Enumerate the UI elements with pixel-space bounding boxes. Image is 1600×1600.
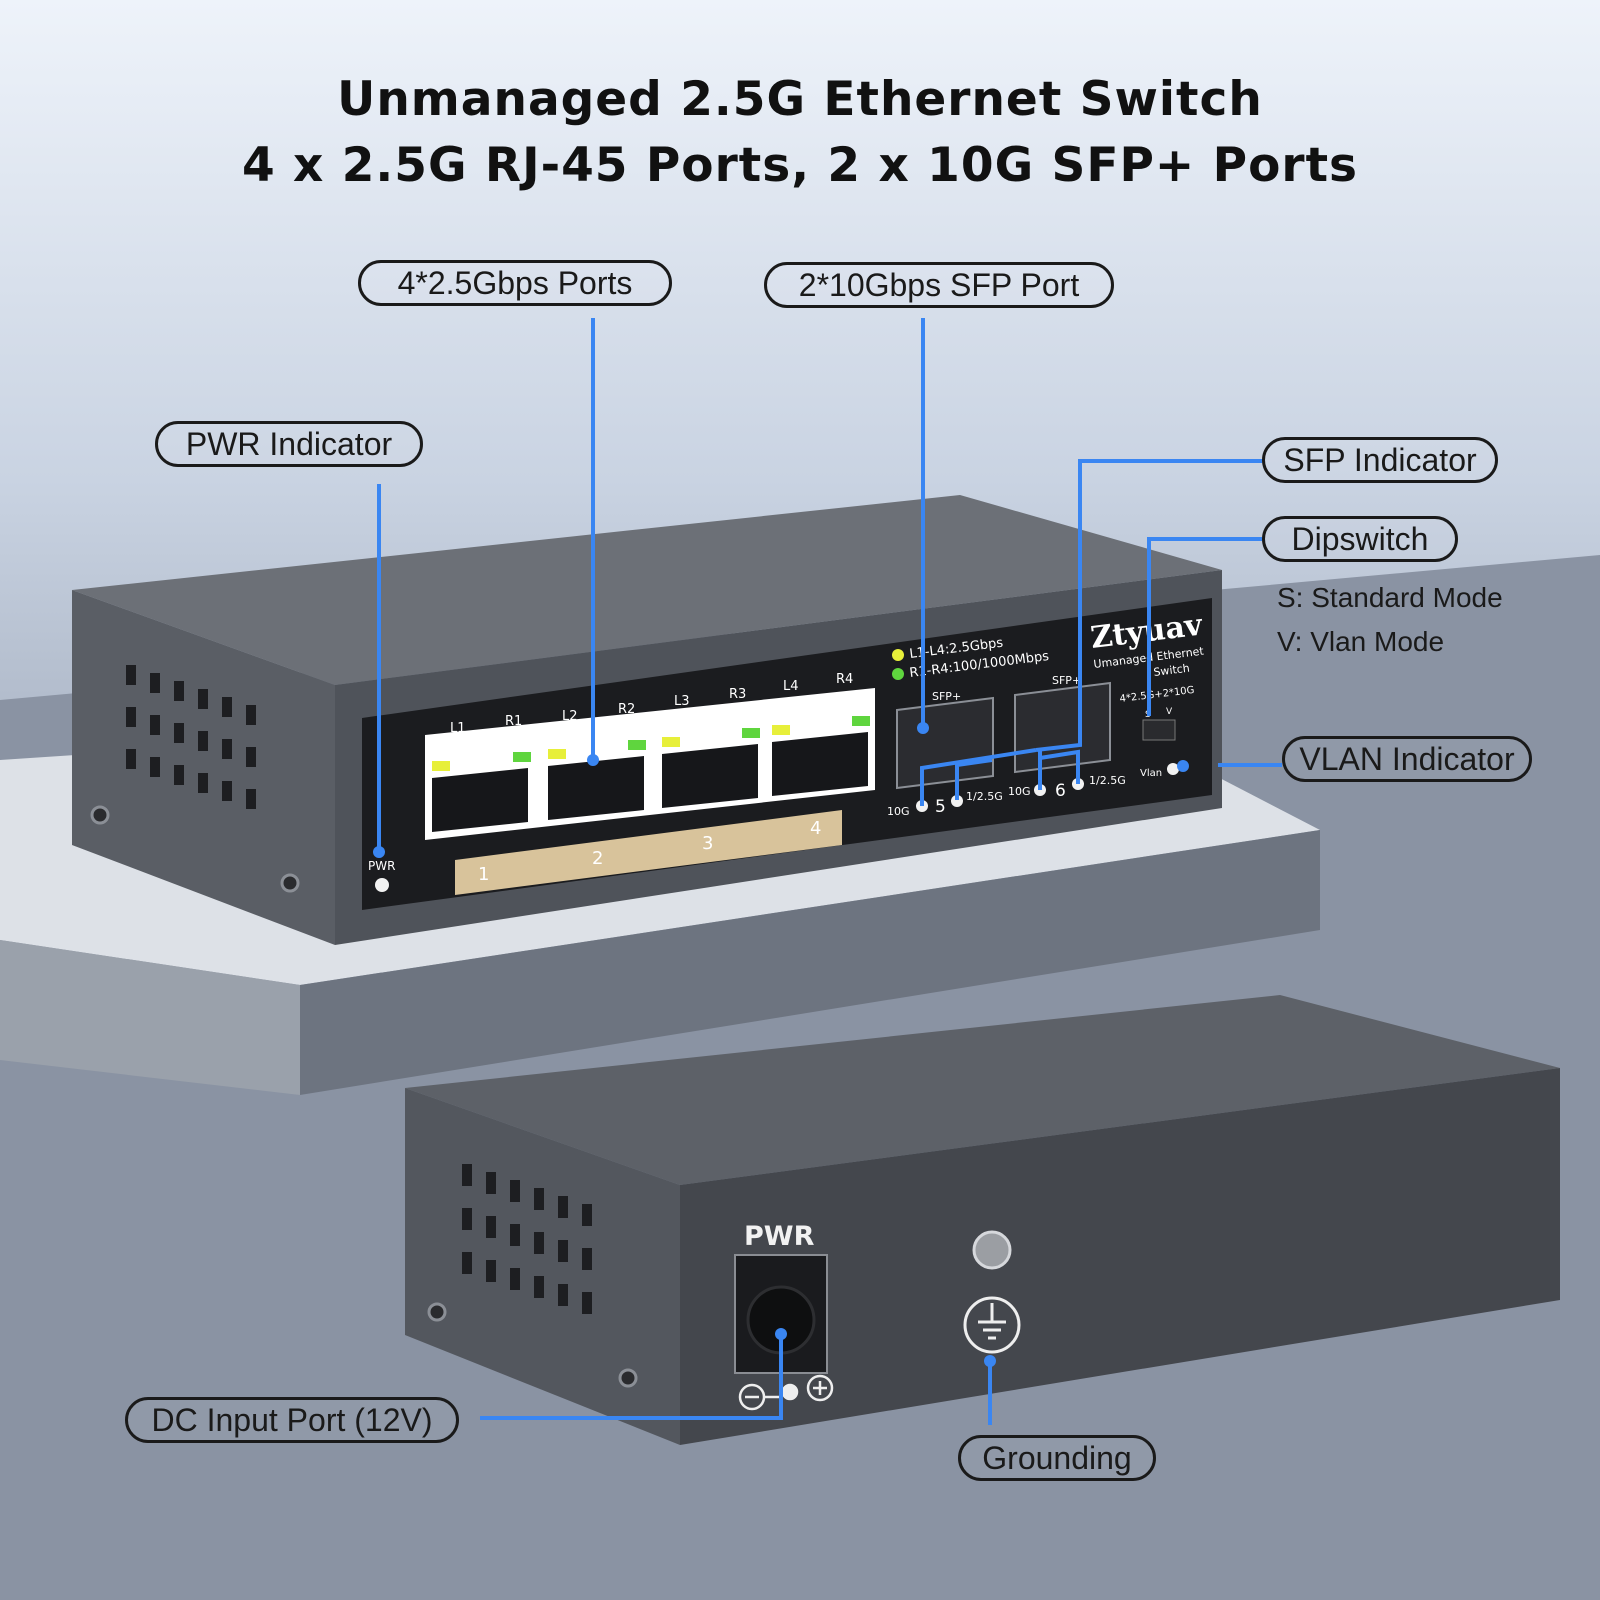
- rj45-port-2: [548, 740, 646, 820]
- screw: [90, 805, 110, 825]
- screw: [280, 873, 300, 893]
- leader-dipswitch: [1147, 537, 1262, 716]
- callout-sfp-ports: 2*10Gbps SFP Port: [764, 262, 1114, 308]
- side-vents: [126, 665, 256, 809]
- leader-sfp-indicator-branch2: [955, 758, 993, 800]
- pwr-led: [375, 878, 389, 892]
- back-switch-side: [405, 1088, 680, 1445]
- page-title-line1: Unmanaged 2.5G Ethernet Switch: [337, 72, 1263, 127]
- led-label-r4: R4: [836, 672, 853, 687]
- dipswitch-vlan-mode: V: Vlan Mode: [1277, 626, 1445, 657]
- port-number-2: 2: [592, 848, 603, 869]
- back-switch-top: [405, 995, 1560, 1185]
- port-block: [425, 688, 875, 840]
- screw: [427, 1302, 447, 1322]
- led-label-l4: L4: [783, 679, 799, 694]
- sfp5-1g-text: 1/2.5G: [966, 790, 1003, 803]
- sfp-number-5: 5: [935, 797, 946, 817]
- port-number-4: 4: [810, 818, 821, 839]
- sfp6-10g-text: 10G: [1008, 785, 1031, 798]
- ground-symbol-icon: [963, 1296, 1021, 1354]
- pwr-label-back: PWR: [744, 1221, 815, 1252]
- front-switch: Ztyuav Umanaged Ethernet Switch 4*2.5G+2…: [72, 495, 1222, 945]
- leader-sfp-indicator-branch4: [1039, 749, 1080, 784]
- dip-switch: [1142, 719, 1176, 741]
- led-green: [513, 752, 531, 762]
- vlan-label-front: Vlan: [1140, 768, 1162, 779]
- callout-vlan-indicator: VLAN Indicator: [1282, 736, 1532, 782]
- front-switch-top: [72, 495, 1222, 685]
- led-label-l2: L2: [562, 709, 578, 724]
- back-switch-face: [680, 1068, 1560, 1445]
- led-green: [742, 728, 760, 738]
- sfp6-1g-text: 1/2.5G: [1089, 774, 1126, 787]
- sfp-number-6: 6: [1055, 781, 1066, 801]
- sfp-port-6: [1014, 681, 1111, 774]
- port-number-1: 1: [478, 864, 489, 885]
- sfp5-10g-text: 10G: [887, 805, 910, 818]
- callout-dipswitch: Dipswitch: [1262, 516, 1458, 562]
- led-label-r2: R2: [618, 702, 635, 717]
- dipswitch-standard-mode: S: Standard Mode: [1277, 582, 1503, 613]
- stand-front: [300, 830, 1320, 1095]
- callout-sfp-indicator: SFP Indicator: [1262, 437, 1498, 483]
- rj45-port-1: [432, 752, 531, 832]
- leader-dots: [373, 722, 1189, 1367]
- vlan-led: [1167, 763, 1179, 775]
- legend-led-green: [892, 668, 904, 680]
- polarity-icon: [738, 1374, 834, 1411]
- back-switch: PWR: [405, 995, 1560, 1445]
- sfp5-1g-led: [951, 795, 963, 807]
- sfp-label-6: SFP+: [1052, 674, 1081, 687]
- led-label-r1: R1: [505, 714, 522, 729]
- rj45-port-4: [772, 716, 870, 796]
- leader-sfp-indicator-branch: [920, 748, 1037, 806]
- led-yellow: [548, 749, 566, 759]
- led-yellow: [772, 725, 790, 735]
- led-green: [628, 740, 646, 750]
- leader-sfp-indicator: [1035, 459, 1262, 752]
- leader-lines: [377, 318, 1282, 1425]
- port-label-strip: [455, 810, 842, 895]
- led-label-r3: R3: [729, 687, 746, 702]
- led-yellow: [432, 761, 450, 771]
- legend-led-yellow: [892, 649, 904, 661]
- rj45-port-3: [662, 728, 760, 808]
- stand-left: [0, 940, 300, 1095]
- led-label-l1: L1: [450, 721, 466, 736]
- front-switch-side: [72, 590, 335, 945]
- leader-dc: [480, 1334, 783, 1420]
- sfp-port-5: [896, 696, 994, 790]
- back-side-vents: [462, 1164, 592, 1314]
- led-yellow: [662, 737, 680, 747]
- callout-grounding: Grounding: [958, 1435, 1156, 1481]
- brand-subtitle-2: Switch: [1153, 662, 1191, 679]
- callout-pwr-indicator: PWR Indicator: [155, 421, 423, 467]
- page-title-line2: 4 x 2.5G RJ-45 Ports, 2 x 10G SFP+ Ports: [241, 138, 1359, 193]
- dip-label-v: V: [1166, 707, 1173, 717]
- port-number-3: 3: [702, 833, 713, 854]
- sfp-label-5: SFP+: [932, 690, 961, 703]
- grounding-screw: [972, 1230, 1012, 1270]
- callout-rj45-ports: 4*2.5Gbps Ports: [358, 260, 672, 306]
- pwr-label-front: PWR: [368, 859, 395, 873]
- callout-dc-input: DC Input Port (12V): [125, 1397, 459, 1443]
- led-label-l3: L3: [674, 694, 690, 709]
- screw: [618, 1368, 638, 1388]
- led-green: [852, 716, 870, 726]
